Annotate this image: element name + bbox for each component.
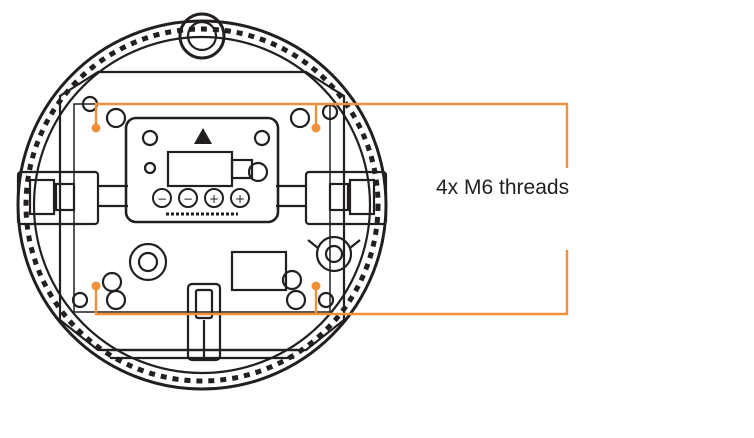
adjustment-knob (307, 235, 361, 273)
round-connector (128, 242, 168, 282)
minus-icon: − (183, 192, 193, 206)
panel-knob (247, 161, 269, 183)
top-mount-eye (178, 12, 226, 60)
thread-marker (91, 123, 101, 133)
triangle-logo-icon (194, 128, 212, 144)
panel-button-row: − − + + (152, 188, 250, 208)
left-bracket (16, 170, 128, 226)
m6-thread-markers (91, 123, 321, 291)
thread-marker (311, 123, 321, 133)
display-window (166, 150, 234, 188)
m6-thread-callout (94, 102, 569, 316)
callout-label: 4x M6 threads (436, 176, 570, 199)
thread-marker (91, 281, 101, 291)
thread-marker (311, 281, 321, 291)
minus-icon: − (157, 192, 167, 206)
bottom-edge (102, 348, 302, 360)
safety-hook-slot (186, 282, 222, 362)
plus-icon: + (235, 192, 245, 206)
control-panel (124, 116, 280, 224)
screw-heads (71, 95, 339, 311)
label-plate (230, 250, 288, 292)
right-bracket (276, 170, 388, 226)
plus-icon: + (209, 192, 219, 206)
